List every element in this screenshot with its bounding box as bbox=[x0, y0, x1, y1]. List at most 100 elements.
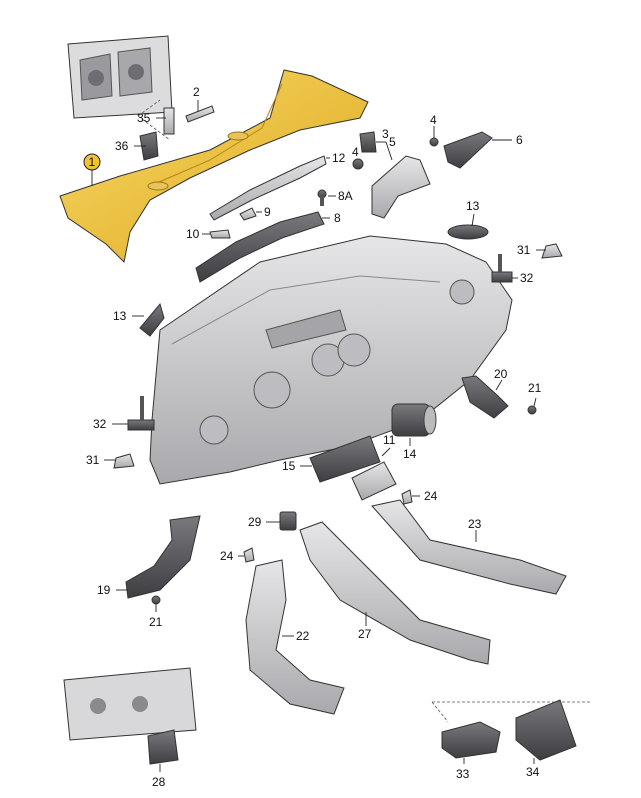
callout-3: 3 bbox=[382, 127, 393, 161]
svg-text:32: 32 bbox=[520, 271, 534, 285]
clip-part-9[interactable] bbox=[239, 207, 257, 221]
callout-11: 11 bbox=[381, 433, 396, 457]
svg-text:29: 29 bbox=[248, 515, 262, 529]
plenum-panel-part-1[interactable] bbox=[59, 69, 369, 264]
callout-24a: 24 bbox=[412, 489, 438, 503]
callout-28: 28 bbox=[152, 764, 166, 789]
duct-part-27[interactable] bbox=[299, 521, 491, 665]
clip-part-10[interactable] bbox=[209, 229, 231, 239]
bracket-part-5[interactable] bbox=[359, 131, 377, 153]
cover-part-28[interactable] bbox=[147, 729, 179, 765]
svg-text:21: 21 bbox=[528, 381, 542, 395]
vent-part-11[interactable] bbox=[351, 461, 397, 501]
svg-text:31: 31 bbox=[517, 243, 531, 257]
callout-13b: 13 bbox=[113, 309, 144, 323]
svg-text:8: 8 bbox=[334, 211, 341, 225]
unit-part-34[interactable] bbox=[515, 699, 577, 761]
svg-text:8A: 8A bbox=[338, 189, 353, 203]
speaker-grille-part-13-left[interactable] bbox=[139, 302, 165, 337]
callout-2: 2 bbox=[193, 85, 200, 112]
svg-text:4: 4 bbox=[352, 145, 359, 159]
svg-text:3: 3 bbox=[382, 127, 389, 141]
svg-text:23: 23 bbox=[468, 517, 482, 531]
cap-part-29[interactable] bbox=[279, 511, 297, 531]
bracket-part-32-left[interactable] bbox=[127, 396, 155, 431]
callouts-layer: 2 35 36 1 3 4 5 4 6 12 8A 9 8 10 13 31 3… bbox=[83, 85, 546, 789]
knob-part-14[interactable] bbox=[391, 403, 437, 437]
svg-text:28: 28 bbox=[152, 775, 166, 789]
speaker-grille-part-13-right[interactable] bbox=[447, 224, 489, 240]
callout-5: 5 bbox=[376, 135, 396, 149]
trim-strip-part-12[interactable] bbox=[209, 155, 327, 221]
trim-panel-part-8[interactable] bbox=[195, 211, 325, 283]
vent-part-15[interactable] bbox=[309, 435, 381, 483]
callout-13a: 13 bbox=[466, 199, 480, 227]
svg-text:35: 35 bbox=[137, 111, 151, 125]
screw-part-8a[interactable] bbox=[317, 189, 327, 206]
screw-part-21-right[interactable] bbox=[527, 405, 537, 415]
svg-text:36: 36 bbox=[115, 139, 129, 153]
nut-part-4-left[interactable] bbox=[352, 158, 364, 170]
callout-21b: 21 bbox=[149, 604, 163, 629]
svg-text:5: 5 bbox=[389, 135, 396, 149]
svg-text:22: 22 bbox=[296, 629, 310, 643]
svg-text:6: 6 bbox=[516, 133, 523, 147]
svg-text:1: 1 bbox=[89, 155, 96, 169]
callout-4b: 4 bbox=[430, 113, 437, 138]
callout-1: 1 bbox=[83, 153, 101, 186]
svg-text:14: 14 bbox=[403, 447, 417, 461]
clip-part-24-left[interactable] bbox=[243, 547, 255, 563]
sensor-part-35[interactable] bbox=[163, 107, 175, 135]
callout-33: 33 bbox=[456, 758, 470, 781]
callout-8: 8 bbox=[322, 211, 341, 225]
callout-4a: 4 bbox=[352, 145, 359, 159]
callout-31a: 31 bbox=[517, 243, 546, 257]
bracket-part-3[interactable] bbox=[371, 155, 431, 219]
bracket-part-32-right[interactable] bbox=[491, 254, 513, 283]
bracket-part-36[interactable] bbox=[139, 131, 159, 161]
callout-10: 10 bbox=[186, 227, 210, 241]
svg-text:10: 10 bbox=[186, 227, 200, 241]
callout-6: 6 bbox=[492, 133, 523, 147]
callout-27: 27 bbox=[358, 612, 372, 641]
screw-part-21-left[interactable] bbox=[151, 595, 161, 605]
clip-part-31-right[interactable] bbox=[541, 243, 563, 259]
callout-23: 23 bbox=[468, 517, 482, 542]
callout-20: 20 bbox=[494, 367, 508, 391]
duct-part-19[interactable] bbox=[125, 515, 201, 599]
svg-text:27: 27 bbox=[358, 627, 372, 641]
svg-text:31: 31 bbox=[86, 453, 100, 467]
callout-8a: 8A bbox=[328, 189, 353, 203]
callout-24b: 24 bbox=[220, 549, 244, 563]
nut-part-4-right[interactable] bbox=[429, 137, 439, 147]
housing-part-33[interactable] bbox=[441, 721, 501, 759]
callout-14: 14 bbox=[403, 438, 417, 461]
duct-part-23[interactable] bbox=[371, 499, 567, 595]
vent-part-6[interactable] bbox=[443, 131, 493, 169]
svg-text:32: 32 bbox=[93, 417, 107, 431]
svg-text:19: 19 bbox=[97, 583, 111, 597]
svg-text:24: 24 bbox=[220, 549, 234, 563]
svg-text:11: 11 bbox=[383, 433, 396, 447]
svg-text:4: 4 bbox=[430, 113, 437, 127]
svg-text:24: 24 bbox=[424, 489, 438, 503]
duct-part-20[interactable] bbox=[461, 375, 509, 419]
duct-part-22[interactable] bbox=[245, 559, 345, 715]
callout-12: 12 bbox=[326, 151, 346, 165]
svg-text:2: 2 bbox=[193, 85, 200, 99]
callout-29: 29 bbox=[248, 515, 280, 529]
callout-22: 22 bbox=[282, 629, 310, 643]
clip-part-31-left[interactable] bbox=[113, 453, 135, 469]
callout-9: 9 bbox=[256, 205, 271, 219]
svg-text:12: 12 bbox=[332, 151, 346, 165]
callout-32b: 32 bbox=[93, 417, 128, 431]
clip-part-2[interactable] bbox=[185, 105, 215, 123]
callout-36: 36 bbox=[115, 139, 146, 153]
svg-text:15: 15 bbox=[282, 459, 296, 473]
clip-part-24-right[interactable] bbox=[401, 489, 413, 505]
inset-console-view bbox=[63, 667, 197, 741]
svg-text:9: 9 bbox=[264, 205, 271, 219]
dashboard-main-panel bbox=[149, 235, 513, 485]
svg-text:33: 33 bbox=[456, 767, 470, 781]
svg-text:13: 13 bbox=[466, 199, 480, 213]
